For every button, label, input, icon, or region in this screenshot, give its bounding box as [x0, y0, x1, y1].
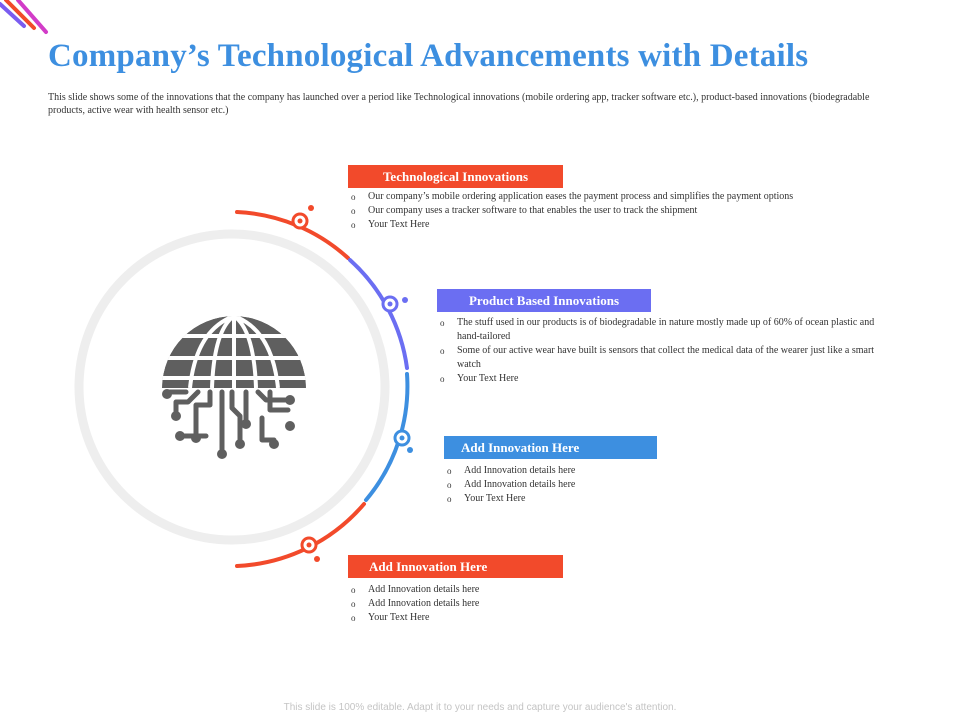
bullet-item: Add Innovation details here [348, 597, 648, 611]
footer-note: This slide is 100% editable. Adapt it to… [283, 702, 677, 713]
section-heading-add-innovation-3: Add Innovation Here [444, 436, 657, 459]
section-1-bullet-list: Our company’s mobile ordering applicatio… [348, 190, 798, 232]
node-marker-1 [291, 205, 314, 230]
bullet-item: Your Text Here [437, 372, 877, 386]
bullet-item: The stuff used in our products is of bio… [437, 316, 877, 344]
node-marker-3 [393, 429, 413, 453]
globe-circuit-icon [162, 316, 306, 459]
section-heading-add-innovation-4: Add Innovation Here [348, 555, 563, 578]
corner-stripes-decoration [0, 0, 48, 34]
bullet-item: Our company uses a tracker software to t… [348, 204, 798, 218]
bullet-item: Add Innovation details here [444, 478, 744, 492]
section-heading-product-based-innovations: Product Based Innovations [437, 289, 651, 312]
node-marker-4 [300, 536, 320, 562]
bullet-item: Your Text Here [444, 492, 744, 506]
bullet-item: Some of our active wear have built is se… [437, 344, 877, 372]
node-marker-2 [381, 295, 408, 313]
section-4-bullet-list: Add Innovation details here Add Innovati… [348, 583, 648, 625]
bullet-item: Add Innovation details here [348, 583, 648, 597]
page-title: Company’s Technological Advancements wit… [48, 38, 809, 74]
section-3-bullet-list: Add Innovation details here Add Innovati… [444, 464, 744, 506]
outer-ring [74, 229, 390, 545]
section-heading-technological-innovations: Technological Innovations [348, 165, 563, 188]
page-subtitle: This slide shows some of the innovations… [48, 92, 870, 116]
bullet-item: Your Text Here [348, 218, 798, 232]
bullet-item: Your Text Here [348, 611, 648, 625]
bullet-item: Add Innovation details here [444, 464, 744, 478]
section-2-bullet-list: The stuff used in our products is of bio… [437, 316, 877, 386]
bullet-item: Our company’s mobile ordering applicatio… [348, 190, 798, 204]
